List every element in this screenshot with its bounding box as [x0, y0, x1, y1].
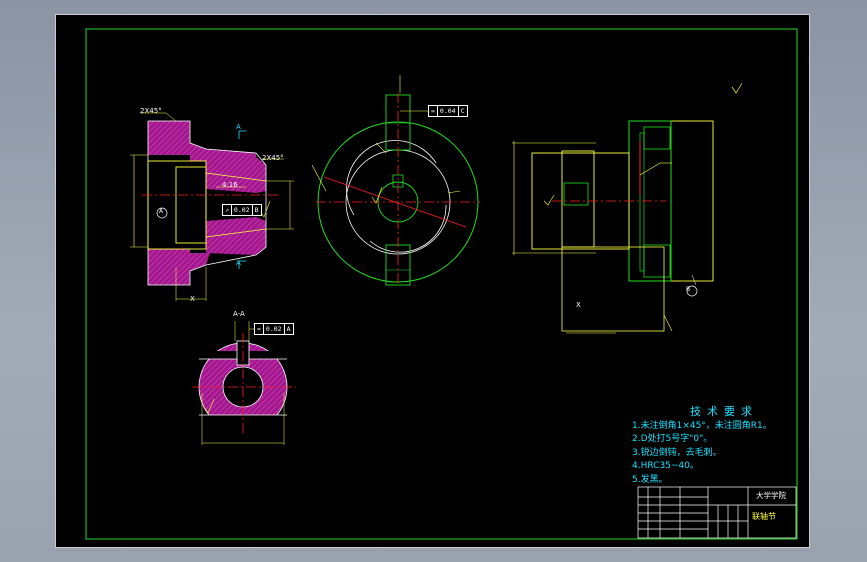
datum-a-label: A: [159, 208, 164, 215]
technical-requirements: 技术要求 1.未注倒角1×45°，未注圆角R1。 2.D处打5号字"0"。 3.…: [632, 405, 772, 487]
requirement-4: 4.HRC35~40。: [632, 461, 699, 471]
tol-c-datum: C: [460, 107, 465, 115]
section-view-aa: [192, 321, 296, 445]
chamfer-label-top: 2X45°: [140, 107, 162, 115]
requirements-title: 技术要求: [690, 405, 758, 418]
runout-symbol: ↗: [223, 205, 232, 215]
section-aa-title: A-A: [233, 310, 245, 318]
tol-c-symbol: =: [429, 106, 438, 116]
tolerance-frame-a: = 0.02 A: [254, 323, 294, 335]
runout-value: 0.02: [232, 205, 253, 215]
datum-b-label: B: [686, 286, 691, 293]
tol-a-datum: A: [286, 325, 291, 333]
side-view-right: [512, 82, 743, 334]
section-mark-bottom: A: [236, 259, 241, 267]
bore-angle-label: 4:16: [222, 181, 238, 189]
requirement-1: 1.未注倒角1×45°，未注圆角R1。: [632, 420, 772, 431]
drawing-sheet[interactable]: 2X45° 2X45° 4:16 A A A X ↗ 0.02 B = 0.04…: [55, 14, 810, 548]
tol-a-value: 0.02: [264, 324, 285, 334]
school-name: 大学学院: [756, 491, 786, 500]
requirement-3: 3.锐边倒钝，去毛刺。: [632, 447, 722, 458]
front-view-center: [311, 75, 480, 286]
title-block: [637, 486, 797, 539]
bottom-dim-label: X: [190, 295, 195, 303]
tol-a-symbol: =: [255, 324, 264, 334]
chamfer-label-right: 2X45°: [262, 154, 284, 162]
runout-datum: B: [254, 206, 259, 214]
requirement-2: 2.D处打5号字"0"。: [632, 434, 713, 444]
drawing-canvas: [85, 28, 798, 540]
part-name: 联轴节: [752, 512, 776, 521]
section-view-left: [130, 112, 294, 301]
runout-frame-b: ↗ 0.02 B: [222, 204, 262, 216]
section-mark-top: A: [236, 123, 241, 131]
inner-frame: [85, 28, 798, 540]
tolerance-frame-c: = 0.04 C: [428, 105, 468, 117]
tol-c-value: 0.04: [438, 106, 459, 116]
requirement-5: 5.发黑。: [632, 474, 668, 485]
right-dim-label: X: [576, 301, 581, 309]
